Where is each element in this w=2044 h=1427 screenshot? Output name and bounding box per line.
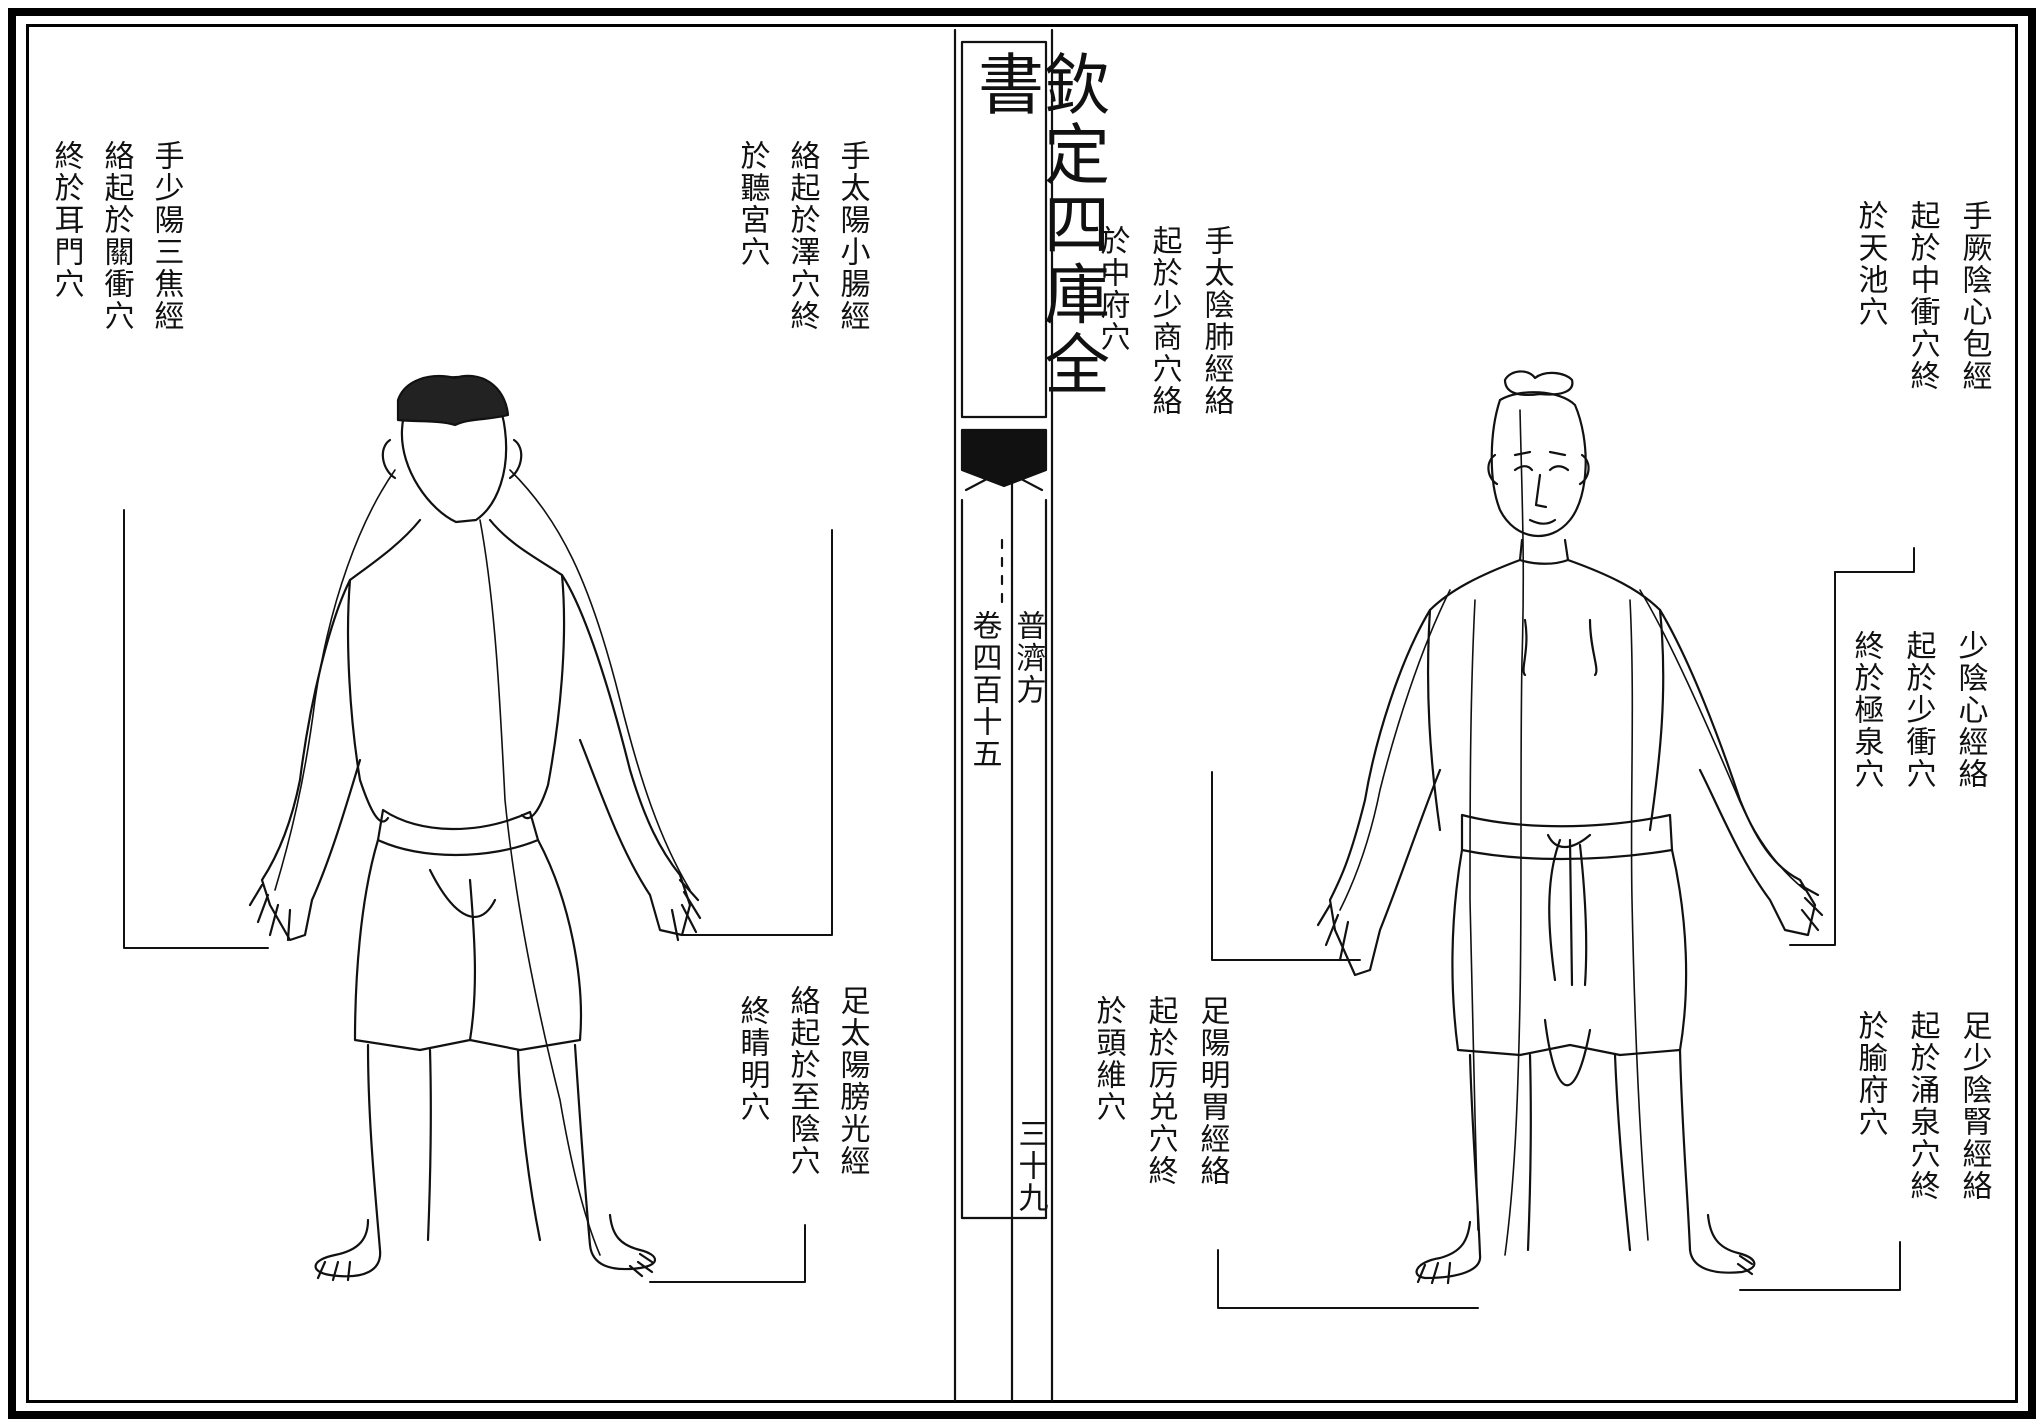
caption-line: 起於涌泉穴終	[1904, 1010, 1940, 1202]
caption-line: 終於耳門穴	[48, 140, 84, 300]
caption-line: 終於極泉穴	[1848, 630, 1884, 790]
caption-line: 少陰心經絡	[1952, 630, 1988, 790]
caption-line: 手太陰肺經絡	[1198, 225, 1234, 417]
caption-line: 終睛明穴	[734, 995, 770, 1123]
caption-line: 絡起於關衝穴	[98, 140, 134, 332]
caption-line: 起於少衝穴	[1900, 630, 1936, 790]
outer-frame	[8, 8, 2036, 1419]
caption-line: 絡起於至陰穴	[784, 985, 820, 1177]
collection-title: 普濟方	[1010, 610, 1046, 706]
book-title: 欽定四庫全書	[967, 50, 1110, 400]
caption-line: 足陽明胃經絡	[1194, 995, 1230, 1187]
caption-line: 於頭維穴	[1090, 995, 1126, 1123]
right-figure-body	[1211, 370, 1915, 1309]
caption-line: 足少陰腎經絡	[1956, 1010, 1992, 1202]
caption-line: 於聽宮穴	[734, 140, 770, 268]
caption-line: 起於中衝穴終	[1904, 200, 1940, 392]
caption-line: 於腧府穴	[1852, 1010, 1888, 1138]
caption-line: 起於少商穴絡	[1146, 225, 1182, 417]
caption-line: 足太陽膀光經	[834, 985, 870, 1177]
spine-column	[953, 28, 1054, 1402]
left-figure-body	[123, 374, 833, 1283]
caption-line: 於中府穴	[1094, 225, 1130, 353]
page-number: 三十九	[1012, 1118, 1048, 1214]
caption-line: 手太陽小腸經	[834, 140, 870, 332]
volume-number: 卷四百十五	[966, 610, 1002, 770]
caption-line: 手厥陰心包經	[1956, 200, 1992, 392]
caption-line: 手少陽三焦經	[148, 140, 184, 332]
caption-line: 絡起於澤穴終	[784, 140, 820, 332]
caption-line: 起於厉兑穴終	[1142, 995, 1178, 1187]
inner-frame	[26, 24, 2018, 1403]
caption-line: 於天池穴	[1852, 200, 1888, 328]
